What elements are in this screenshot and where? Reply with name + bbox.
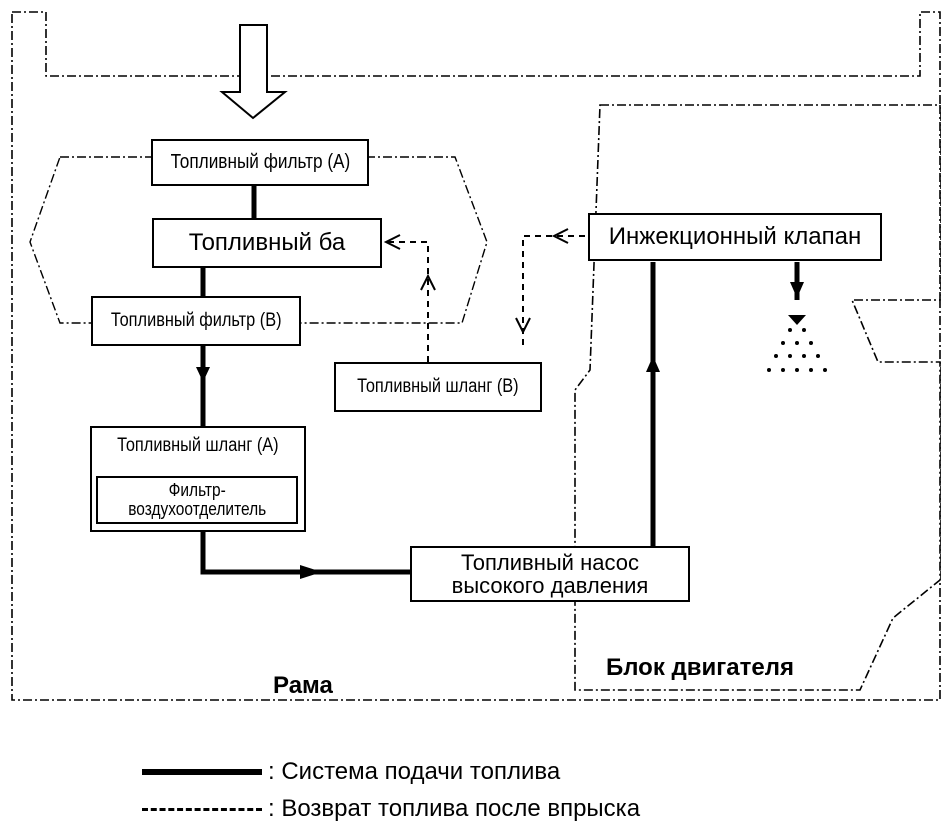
fuel-tank-label: Топливный ба (188, 229, 346, 257)
injection-valve-box: Инжекционный клапан (588, 213, 882, 261)
legend-supply: : Система подачи топлива (142, 758, 560, 786)
return-line-hoseB-tank (386, 241, 429, 362)
fuel-tank-outline (29, 156, 488, 324)
engine-block-outline (574, 104, 941, 691)
arrowhead-down-filterB (196, 367, 210, 382)
fuel-filter-a-box: Топливный фильтр (A) (151, 139, 369, 186)
fuel-filter-b-box: Топливный фильтр (B) (91, 296, 301, 346)
legend-supply-text: : Система подачи топлива (268, 758, 561, 785)
fuel-filter-b-label: Топливный фильтр (B) (110, 310, 282, 332)
legend-dashed-line (142, 807, 262, 811)
frame-outline (11, 11, 941, 701)
legend-return: : Возврат топлива после впрыска (142, 795, 640, 823)
arrowhead-up-injector (646, 356, 660, 372)
high-pressure-pump-label: Топливный насос высокого давления (451, 549, 649, 598)
fuel-hose-b-label: Топливный шланг (B) (357, 376, 519, 398)
injection-valve-label: Инжекционный клапан (608, 223, 862, 251)
legend-solid-line (142, 769, 262, 775)
inlet-arrow-icon (219, 24, 288, 120)
legend-return-text: : Возврат топлива после впрыска (268, 795, 641, 822)
spray-icon (767, 315, 827, 372)
arrowhead-right-pump (300, 565, 322, 579)
fuel-hose-a-label: Топливный шланг (A) (117, 435, 279, 456)
arrowhead-left-tank (383, 234, 401, 250)
fuel-hose-b-box: Топливный шланг (B) (334, 362, 542, 412)
fuel-tank-box: Топливный ба (152, 218, 382, 268)
engine-block-label: Блок двигателя (606, 654, 794, 681)
arrowhead-left-injector (551, 228, 569, 244)
frame-label: Рама (273, 672, 333, 699)
air-separator-filter-label: Фильтр- воздухоотделитель (128, 480, 266, 519)
air-separator-filter-box: Фильтр- воздухоотделитель (96, 476, 298, 524)
arrowhead-down-return (515, 317, 531, 335)
arrowhead-down-nozzle (790, 282, 804, 298)
high-pressure-pump-box: Топливный насос высокого давления (410, 546, 690, 602)
fuel-filter-a-label: Топливный фильтр (A) (170, 151, 350, 173)
return-line-injector-hoseB (522, 235, 585, 346)
supply-line-hoseA-pump (200, 532, 410, 575)
arrowhead-up-return (420, 273, 436, 291)
